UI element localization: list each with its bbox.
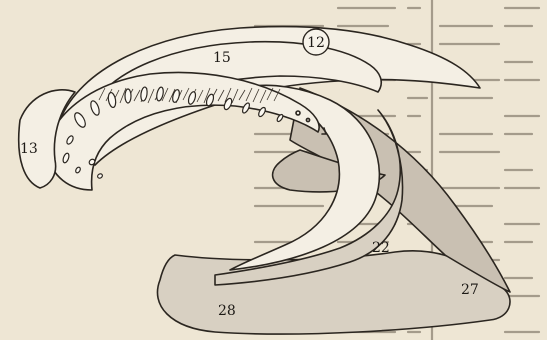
label-28: 28: [218, 303, 236, 319]
label-12-group: 12: [303, 29, 329, 55]
label-13: 13: [20, 141, 38, 157]
label-12: 12: [307, 35, 325, 51]
label-27: 27: [461, 282, 479, 298]
label-22: 22: [372, 240, 390, 256]
lobule-slit: [97, 173, 103, 179]
label-15: 15: [213, 50, 231, 66]
lobule-slit: [125, 89, 131, 103]
